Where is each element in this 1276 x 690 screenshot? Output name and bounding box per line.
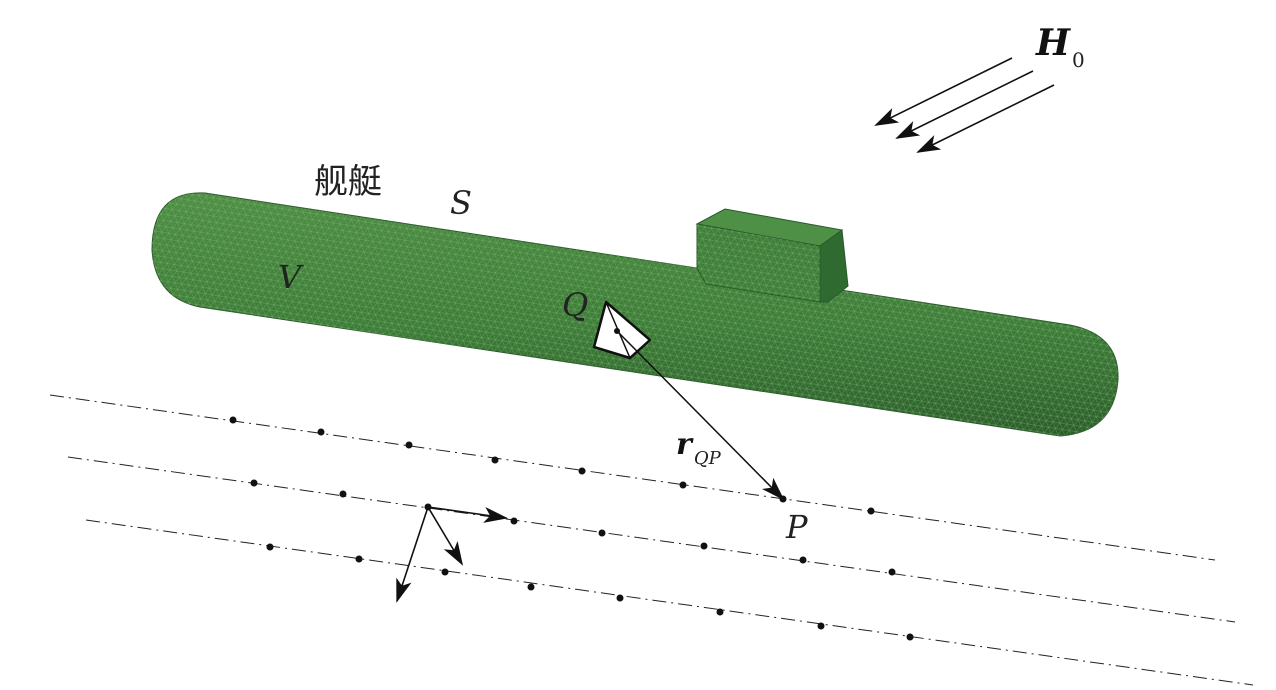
point bbox=[510, 517, 518, 525]
distance-vector bbox=[616, 330, 785, 501]
point bbox=[491, 456, 499, 464]
surface-element bbox=[592, 300, 652, 360]
label-distance-sub: QP bbox=[694, 448, 722, 469]
axis-y bbox=[427, 506, 464, 566]
point bbox=[441, 568, 449, 576]
label-field-sub: 0 bbox=[1072, 48, 1085, 72]
point bbox=[578, 467, 586, 475]
label-field-point: P bbox=[785, 508, 808, 546]
label-surface: S bbox=[450, 184, 472, 222]
hull-mesh bbox=[152, 192, 1119, 436]
label-field-main: H bbox=[1035, 22, 1071, 64]
field-arrow-2 bbox=[895, 70, 1034, 139]
point bbox=[679, 481, 687, 489]
point bbox=[716, 608, 724, 616]
point bbox=[527, 583, 535, 591]
field-arrows bbox=[874, 57, 1055, 153]
label-volume: V bbox=[278, 258, 304, 296]
point bbox=[405, 441, 413, 449]
label-source-point: Q bbox=[562, 286, 588, 324]
point bbox=[339, 490, 347, 498]
point bbox=[266, 543, 274, 551]
point bbox=[888, 568, 896, 576]
local-axes bbox=[396, 506, 508, 603]
point bbox=[229, 416, 237, 424]
point bbox=[616, 594, 624, 602]
point bbox=[817, 622, 825, 630]
sail bbox=[695, 208, 849, 303]
label-vessel: 舰艇 bbox=[314, 162, 382, 202]
field-arrow-1 bbox=[874, 57, 1013, 126]
point bbox=[598, 529, 606, 537]
label-distance-main: r bbox=[676, 427, 694, 462]
axis-x bbox=[427, 506, 508, 523]
survey-line-2 bbox=[67, 456, 1236, 623]
survey-lines bbox=[49, 394, 1254, 686]
point bbox=[867, 507, 875, 515]
submarine-hull bbox=[151, 192, 1119, 437]
axis-z bbox=[396, 506, 429, 603]
point bbox=[355, 555, 363, 563]
field-arrow-3 bbox=[916, 84, 1055, 153]
point bbox=[250, 479, 258, 487]
point bbox=[799, 556, 807, 564]
point bbox=[700, 542, 708, 550]
point bbox=[906, 633, 914, 641]
point bbox=[317, 428, 325, 436]
measurement-points bbox=[229, 416, 914, 641]
survey-line-3 bbox=[85, 519, 1254, 686]
